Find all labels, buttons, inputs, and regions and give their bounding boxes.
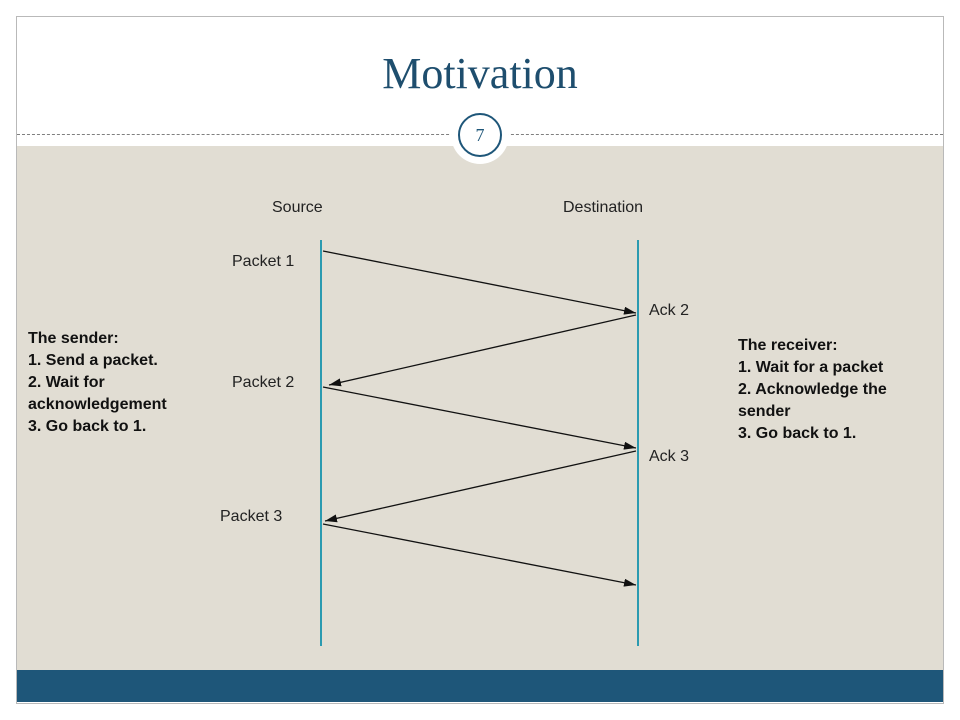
page-number: 7 bbox=[458, 113, 502, 157]
receiver-step: 1. Wait for a packet bbox=[738, 359, 884, 376]
ack-2-label: Ack 2 bbox=[649, 302, 690, 319]
ack-3-arrow bbox=[324, 450, 637, 523]
receiver-heading: The receiver: bbox=[738, 337, 838, 354]
sender-step: 2. Wait for bbox=[28, 374, 105, 391]
destination-label: Destination bbox=[563, 199, 644, 216]
footer-band bbox=[17, 670, 943, 702]
packet-2-arrow bbox=[322, 386, 637, 450]
content-area bbox=[17, 146, 943, 670]
sender-heading: The sender: bbox=[28, 330, 119, 347]
packet-3-arrow bbox=[322, 523, 637, 587]
sender-step: 3. Go back to 1. bbox=[28, 418, 147, 435]
receiver-step: sender bbox=[738, 403, 791, 420]
ack-2-arrow bbox=[328, 314, 637, 387]
source-label: Source bbox=[272, 199, 323, 216]
receiver-step: 3. Go back to 1. bbox=[738, 425, 857, 442]
slide-title: Motivation bbox=[382, 49, 578, 98]
sender-step: acknowledgement bbox=[28, 396, 167, 413]
packet-1-label: Packet 1 bbox=[232, 253, 295, 270]
ack-3-label: Ack 3 bbox=[649, 448, 690, 465]
sender-step: 1. Send a packet. bbox=[28, 352, 158, 369]
receiver-step: 2. Acknowledge the bbox=[738, 381, 887, 398]
packet-2-label: Packet 2 bbox=[232, 374, 295, 391]
packet-1-arrow bbox=[322, 250, 637, 315]
sender-note: The sender: 1. Send a packet. 2. Wait fo… bbox=[28, 328, 167, 438]
receiver-note: The receiver: 1. Wait for a packet 2. Ac… bbox=[738, 335, 887, 445]
packet-3-label: Packet 3 bbox=[220, 508, 283, 525]
